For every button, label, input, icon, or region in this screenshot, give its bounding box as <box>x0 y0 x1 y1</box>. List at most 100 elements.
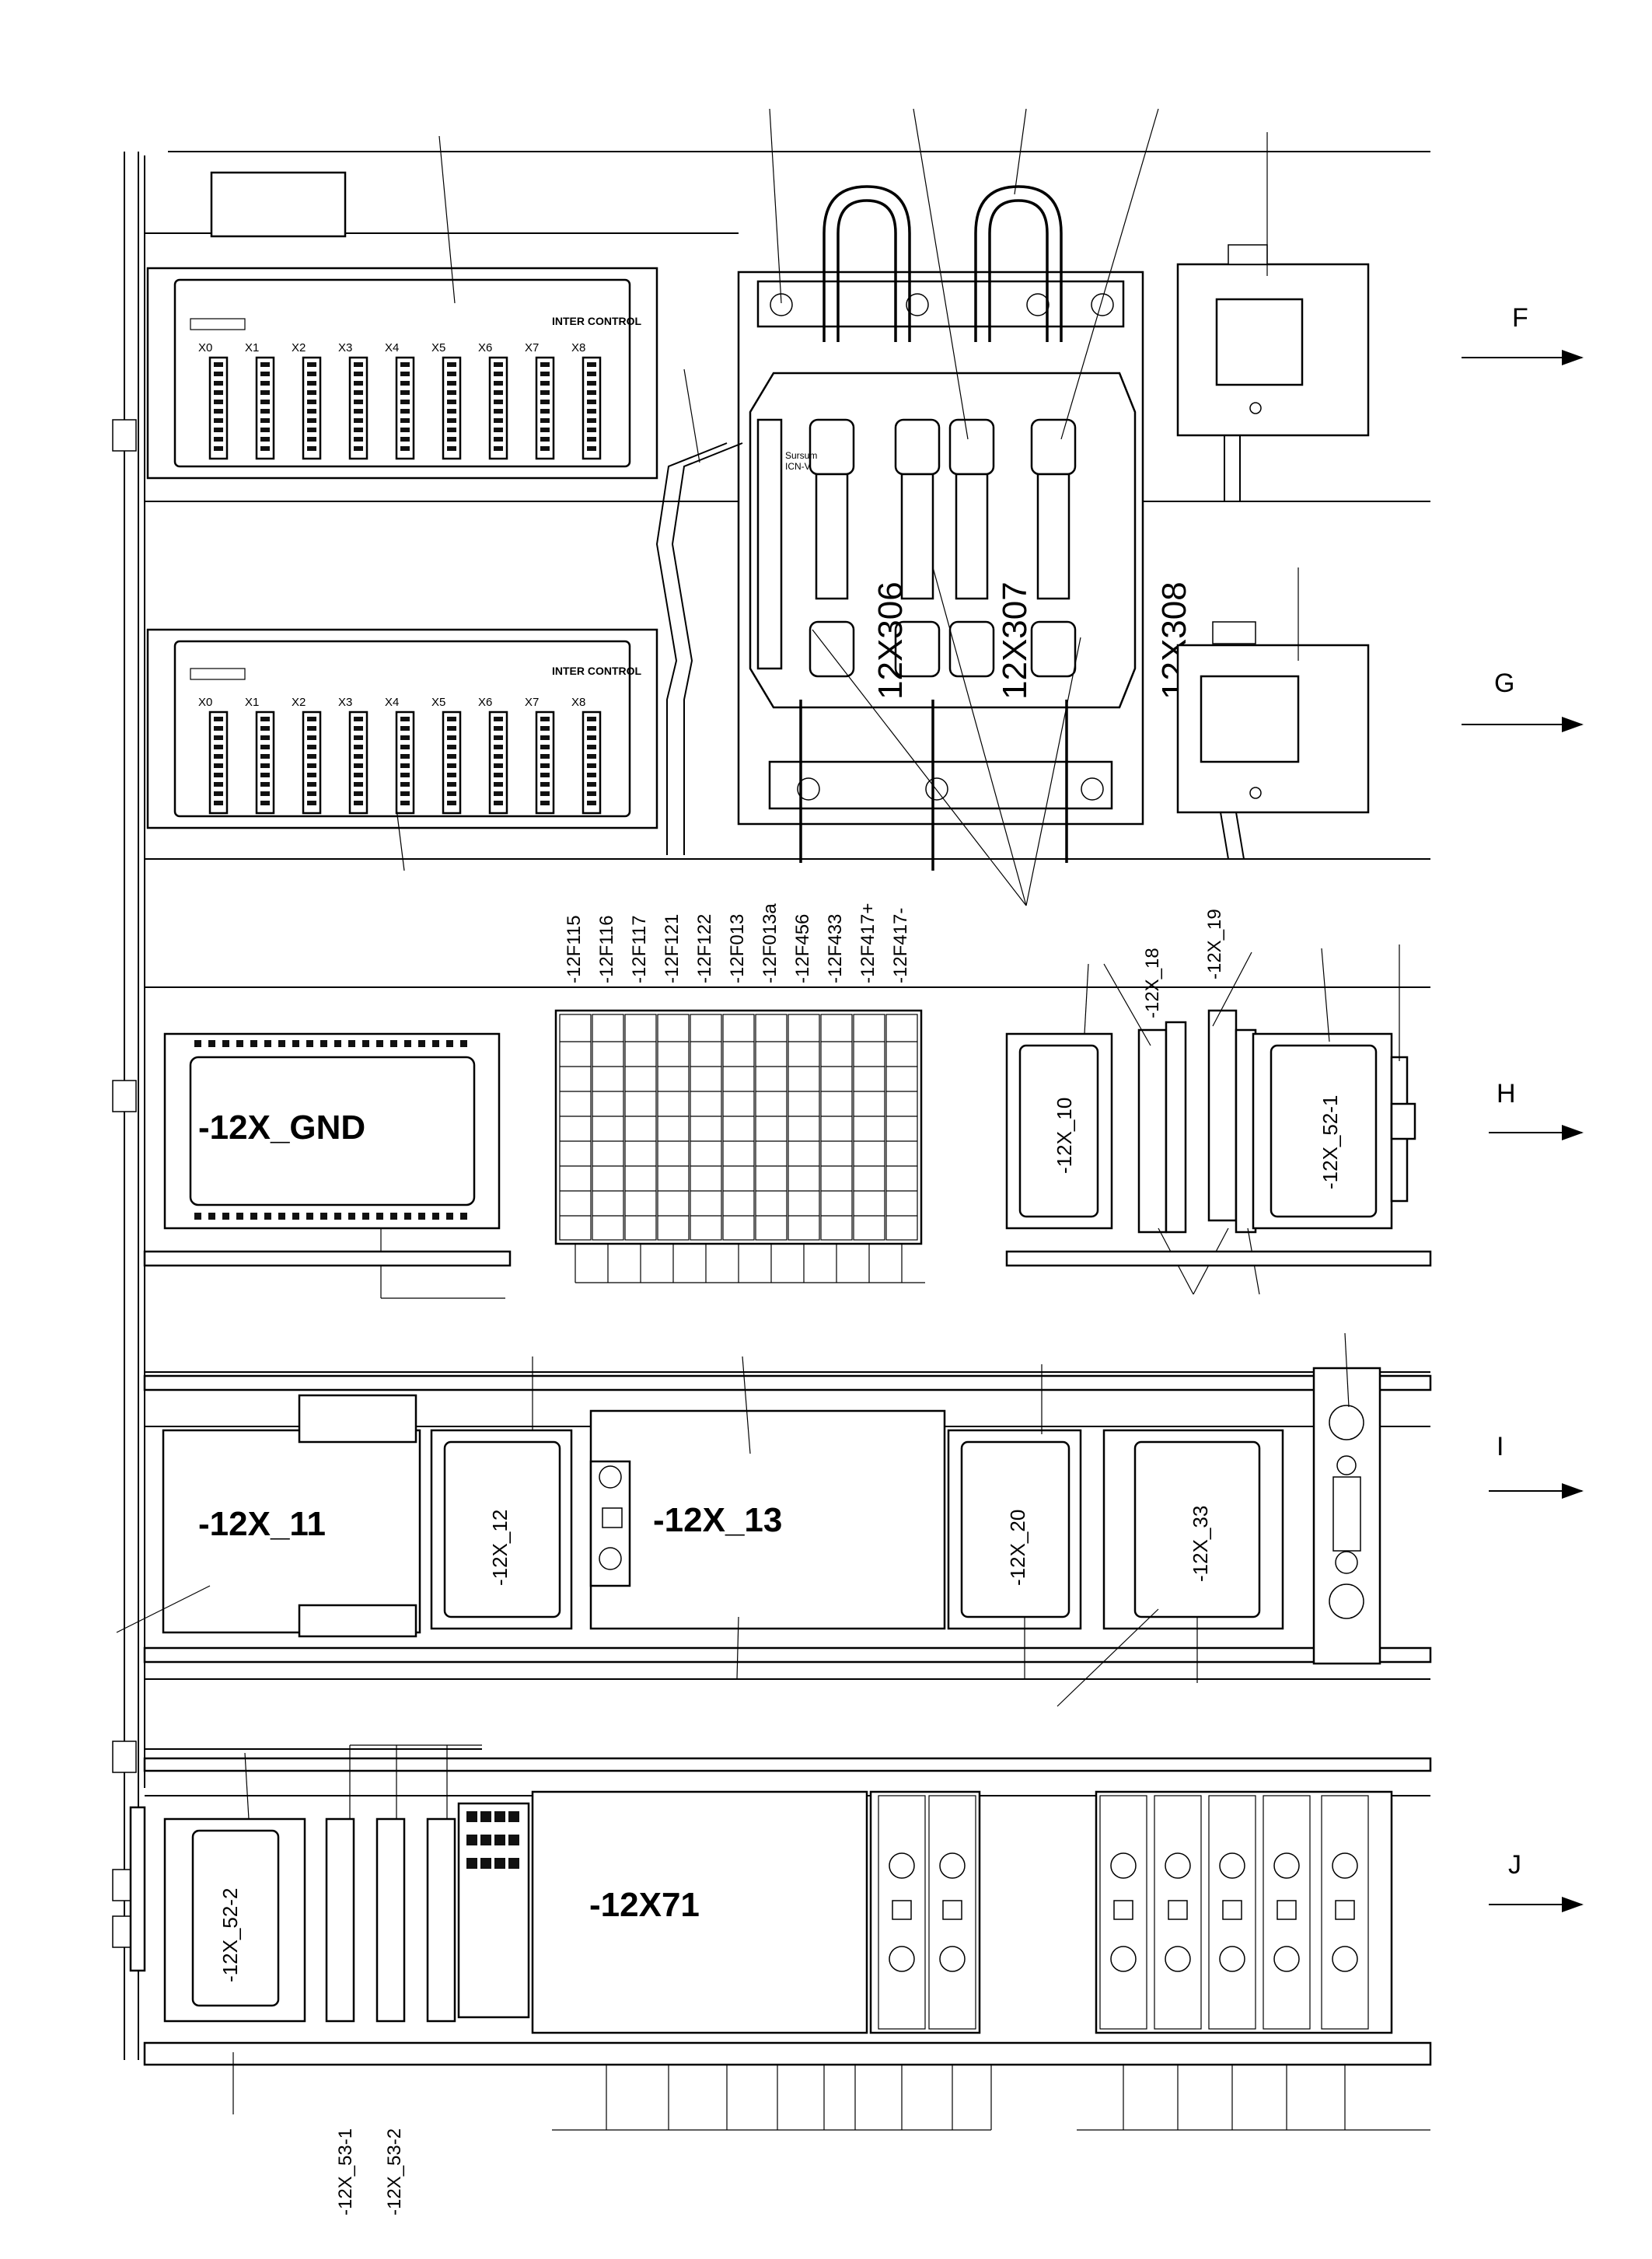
fuse-holder <box>809 418 855 476</box>
terminal-tooth <box>376 1213 383 1220</box>
connector-pin <box>214 745 223 749</box>
terminal-tooth <box>222 1213 229 1220</box>
connector-pin <box>260 726 270 731</box>
connector-pin <box>260 362 270 367</box>
fuse-slot <box>755 1014 788 1241</box>
terminal-tooth <box>292 1213 299 1220</box>
connector-label: X6 <box>478 696 492 709</box>
connector-pin <box>447 726 456 731</box>
connector-pin <box>400 409 410 414</box>
connector-pin <box>540 726 550 731</box>
terminal-tooth <box>362 1213 369 1220</box>
connector-label: X1 <box>245 341 259 354</box>
connector-pin <box>400 754 410 759</box>
connector-pin <box>307 801 316 805</box>
connector-label: X4 <box>385 341 399 354</box>
connector-pin <box>214 717 223 721</box>
terminal-12X_20: -12X_20 <box>1006 1510 1029 1586</box>
connector-pin <box>354 428 363 432</box>
connector-pin <box>354 782 363 787</box>
connector-pin <box>354 754 363 759</box>
connector-pin <box>540 372 550 376</box>
connector-pin <box>260 418 270 423</box>
fuse-holder <box>894 418 941 476</box>
controller-brand: INTER CONTROL <box>552 665 642 677</box>
terminal-window <box>1168 1900 1188 1920</box>
connector-pin <box>494 381 503 386</box>
connector-pin <box>540 428 550 432</box>
fuse-label: -12F013a <box>760 903 781 983</box>
connector-pin <box>447 791 456 796</box>
terminal-12X_33: -12X_33 <box>1189 1506 1212 1582</box>
terminal-tooth <box>250 1040 257 1047</box>
terminal-12X_52-1: -12X_52-1 <box>1318 1095 1342 1189</box>
connector-pin <box>260 400 270 404</box>
terminal-tooth <box>390 1040 397 1047</box>
connector-pin <box>540 754 550 759</box>
terminal-window <box>942 1900 962 1920</box>
terminal-tooth <box>236 1040 243 1047</box>
connector-pin <box>587 446 596 451</box>
connector-pin <box>400 446 410 451</box>
busbar-label-12X306: 12X306 <box>871 581 910 700</box>
connector-pin <box>447 754 456 759</box>
connector-pin <box>400 745 410 749</box>
connector-label: X5 <box>431 696 445 709</box>
connector-pin <box>540 437 550 442</box>
terminal-tooth <box>208 1213 215 1220</box>
connector-pin <box>307 717 316 721</box>
terminal-screw <box>1165 1852 1191 1879</box>
connector-pin <box>587 381 596 386</box>
connector-pin <box>307 782 316 787</box>
connector-pin <box>587 782 596 787</box>
terminal-tooth <box>508 1858 519 1869</box>
connector-pin <box>214 773 223 777</box>
fuse-holder <box>809 620 855 678</box>
connector-pin <box>354 409 363 414</box>
connector-pin <box>447 372 456 376</box>
terminal-tooth <box>460 1213 467 1220</box>
terminal-tooth <box>222 1040 229 1047</box>
terminal-tooth <box>460 1040 467 1047</box>
connector-pin <box>214 446 223 451</box>
connector-pin <box>447 390 456 395</box>
terminal-tooth <box>292 1040 299 1047</box>
connector-pin <box>400 782 410 787</box>
connector-pin <box>494 418 503 423</box>
connector-pin <box>540 362 550 367</box>
terminal-screw <box>1110 1946 1137 1972</box>
connector-label: X0 <box>198 341 212 354</box>
connector-pin <box>587 717 596 721</box>
connector-pin <box>307 763 316 768</box>
connector-pin <box>540 717 550 721</box>
terminal-tooth <box>508 1835 519 1845</box>
connector-label: X2 <box>292 341 306 354</box>
terminal-screw <box>1273 1852 1300 1879</box>
connector-label: X0 <box>198 696 212 709</box>
connector-pin <box>540 418 550 423</box>
connector-pin <box>494 362 503 367</box>
connector-pin <box>400 735 410 740</box>
connector-pin <box>400 362 410 367</box>
terminal-tooth <box>348 1040 355 1047</box>
connector-pin <box>587 754 596 759</box>
fuse-slot <box>885 1014 918 1241</box>
connector-pin <box>494 400 503 404</box>
connector-pin <box>494 763 503 768</box>
terminal-screw <box>889 1852 915 1879</box>
connector-pin <box>307 437 316 442</box>
connector-pin <box>447 745 456 749</box>
terminal-tooth <box>480 1858 491 1869</box>
fuse-label: -12F433 <box>825 914 846 983</box>
connector-pin <box>354 801 363 805</box>
connector-pin <box>447 735 456 740</box>
connector-pin <box>587 418 596 423</box>
terminal-tooth <box>418 1213 425 1220</box>
connector-pin <box>354 400 363 404</box>
connector-label: X7 <box>525 696 539 709</box>
fuse-slot <box>788 1014 820 1241</box>
terminal-screw <box>1219 1852 1245 1879</box>
connector-pin <box>447 763 456 768</box>
terminal-tooth <box>348 1213 355 1220</box>
connector-label: X8 <box>571 696 585 709</box>
